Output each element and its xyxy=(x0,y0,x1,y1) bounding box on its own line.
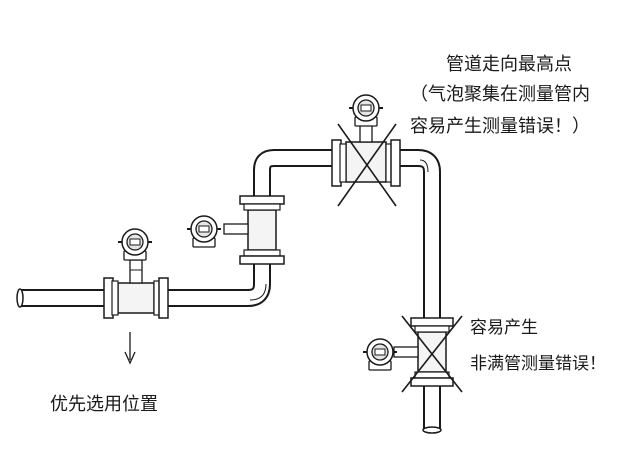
pipe-interior xyxy=(20,151,439,430)
not-full-note-line2: 非满管测量错误！ xyxy=(470,354,606,374)
flowmeter-transmitter-icon xyxy=(348,94,384,127)
down-arrow-icon xyxy=(124,332,136,365)
flowmeter-vertical-rise xyxy=(186,195,285,265)
highest-point-note-line2: 容易产生测量错误！） xyxy=(410,116,590,137)
flowmeter-downward-run xyxy=(362,315,463,393)
x-mark-icon xyxy=(401,315,463,393)
not-full-note-line1: 容易产生 xyxy=(470,318,538,338)
flowmeter-highest-point xyxy=(331,94,401,207)
pipe-end-bottom xyxy=(422,426,442,434)
preferred-position-label: 优先选用位置 xyxy=(50,394,158,415)
x-mark-icon xyxy=(337,123,397,207)
flowmeter-preferred xyxy=(103,228,169,319)
flowmeter-transmitter-icon xyxy=(362,338,398,371)
highest-point-title: 管道走向最高点 xyxy=(446,54,572,75)
highest-point-note-line1: （气泡聚集在测量管内 xyxy=(410,84,590,105)
flowmeter-transmitter-icon xyxy=(117,228,153,261)
pipe-end-left xyxy=(16,288,24,308)
flowmeter-transmitter-icon xyxy=(186,215,222,248)
